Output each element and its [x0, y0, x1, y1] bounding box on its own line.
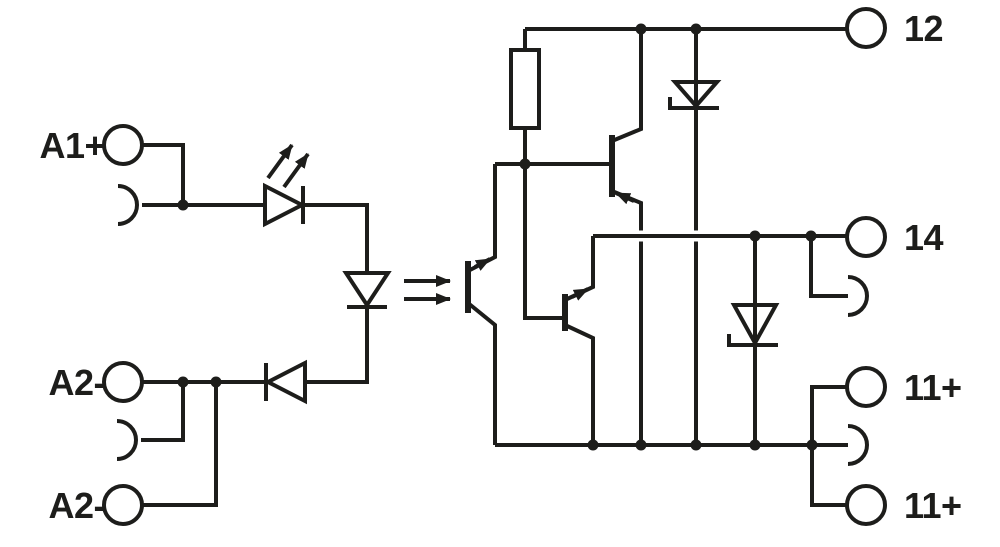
wire-output-emitter — [611, 189, 643, 445]
wire-output-collector — [611, 29, 643, 143]
resistor-icon — [509, 48, 541, 130]
wire-led-to-opto — [303, 203, 369, 273]
terminal-labels: A1+ A2- A2- 12 14 11+ 11+ — [39, 8, 962, 526]
wire-socket-a2 — [141, 382, 185, 442]
zener-bar — [668, 97, 719, 110]
wire-driver-collector — [564, 323, 595, 445]
junction-dot — [805, 230, 817, 242]
photo-transistor-icon — [465, 257, 491, 313]
transistor-arrow — [474, 257, 491, 271]
wire-a2-lower — [142, 382, 218, 507]
socket-contact-11 — [847, 424, 869, 466]
transistor-arrow — [615, 191, 635, 205]
output-transistor-icon — [609, 135, 635, 205]
wire-phototransistor-collector — [466, 301, 497, 445]
junction-dot — [635, 439, 647, 451]
terminal-label-12: 12 — [904, 8, 943, 49]
wire-driver-emitter — [564, 236, 595, 302]
driver-transistor-icon — [562, 287, 589, 331]
terminal-circle-11-upper — [845, 366, 887, 408]
wire-a1-to-led — [142, 143, 265, 207]
socket-contact-a2 — [116, 419, 138, 461]
terminal-circle-14 — [845, 216, 887, 258]
terminal-circle-11-lower — [845, 484, 887, 526]
wire-node-a-to-driver-base — [523, 164, 565, 320]
indicator-led-icon — [263, 143, 310, 228]
junction-dot — [177, 199, 189, 211]
reverse-diode-triangle — [263, 359, 307, 405]
zener-triangle — [670, 80, 722, 110]
junction-dot — [690, 23, 702, 35]
wire-11-lower — [810, 445, 847, 507]
junction-dot — [519, 158, 531, 170]
reverse-diode-icon — [263, 359, 307, 405]
junction-dot — [749, 230, 761, 242]
zener-diode-top-icon — [668, 80, 722, 110]
junction-dot — [210, 376, 222, 388]
terminal-circle-a1-plus — [102, 124, 144, 166]
socket-contact-a1 — [117, 184, 139, 226]
terminal-label-a2-lower: A2- — [48, 485, 105, 526]
terminal-label-11-lower: 11+ — [904, 485, 962, 526]
terminal-label-11-upper: 11+ — [904, 367, 962, 408]
junction-dot — [806, 439, 818, 451]
terminal-circle-a2-upper — [102, 361, 144, 403]
wire-14-socket-jog — [809, 236, 848, 298]
zener-diode-bottom-icon — [727, 303, 780, 348]
zener-triangle — [730, 303, 780, 348]
optocoupler-light-arrows — [404, 275, 451, 305]
terminal-label-a1-plus: A1+ — [39, 125, 105, 166]
wire-phototransistor-base-column — [467, 164, 497, 273]
terminal-label-14: 14 — [904, 217, 944, 258]
socket-contact-14 — [847, 275, 869, 317]
junction-dot — [635, 23, 647, 35]
junction-dot — [690, 439, 702, 451]
opto-led-triangle — [342, 271, 392, 309]
terminal-circle-12 — [845, 7, 887, 49]
junction-dot — [749, 439, 761, 451]
zener-bar — [727, 334, 778, 347]
terminal-label-a2-upper: A2- — [48, 362, 105, 403]
junction-dot — [177, 376, 189, 388]
led-light-arrow-2 — [282, 152, 310, 189]
optocoupler-led-icon — [342, 271, 392, 309]
led-triangle — [263, 182, 307, 228]
led-light-arrow-1 — [266, 143, 294, 180]
wire-opto-to-diode — [305, 305, 369, 384]
input-section — [102, 124, 392, 526]
terminal-circle-a2-lower — [102, 484, 144, 526]
transistor-arrow — [571, 287, 589, 301]
output-section — [465, 7, 887, 526]
wire-11-upper — [810, 385, 847, 445]
junction-dot — [587, 439, 599, 451]
